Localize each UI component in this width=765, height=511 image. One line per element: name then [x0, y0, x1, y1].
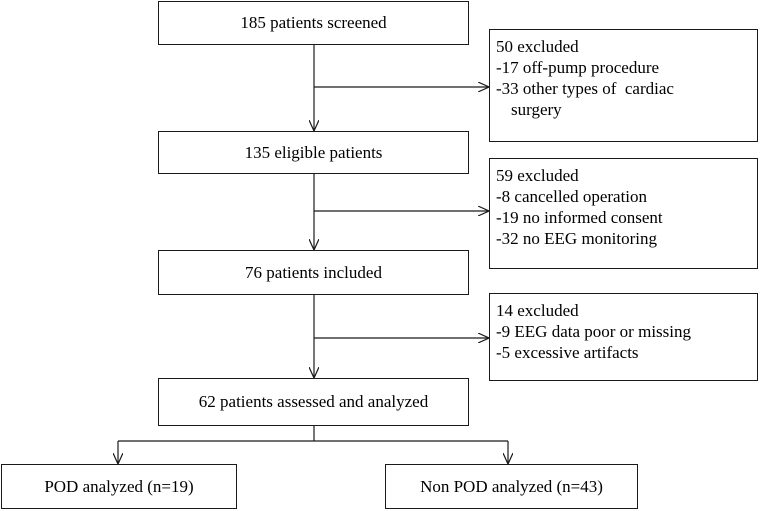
exclusion-2-title: 59 excluded [496, 166, 579, 185]
box-pod-analyzed: POD analyzed (n=19) [1, 464, 237, 509]
exclusion-1-item: surgery [511, 100, 562, 119]
box-pod-analyzed-label: POD analyzed (n=19) [44, 476, 194, 496]
exclusion-2-item: -19 no informed consent [496, 208, 663, 227]
box-non-pod-analyzed-label: Non POD analyzed (n=43) [420, 476, 603, 496]
exclusion-2-item: -8 cancelled operation [496, 187, 648, 206]
exclusion-3-item: -5 excessive artifacts [496, 343, 639, 362]
exclusion-3-title: 14 excluded [496, 301, 579, 320]
exclusion-2-item: -32 no EEG monitoring [496, 229, 658, 248]
exclusion-1-item: -17 off-pump procedure [496, 58, 660, 77]
box-patients-included: 76 patients included [158, 250, 469, 295]
box-eligible-patients: 135 eligible patients [158, 131, 469, 174]
box-exclusion-2: 59 excluded -8 cancelled operation -19 n… [489, 158, 758, 269]
box-eligible-patients-label: 135 eligible patients [244, 142, 383, 162]
exclusion-1-title: 50 excluded [496, 37, 579, 56]
exclusion-3-item: -9 EEG data poor or missing [496, 322, 691, 341]
exclusion-1-item: -33 other types of cardiac [496, 79, 674, 98]
box-patients-screened: 185 patients screened [158, 1, 469, 45]
box-patients-included-label: 76 patients included [245, 262, 382, 282]
box-patients-analyzed-label: 62 patients assessed and analyzed [198, 392, 429, 411]
box-non-pod-analyzed: Non POD analyzed (n=43) [385, 464, 638, 509]
box-patients-screened-label: 185 patients screened [240, 13, 387, 32]
box-patients-analyzed: 62 patients assessed and analyzed [158, 378, 469, 426]
box-exclusion-3: 14 excluded -9 EEG data poor or missing … [489, 293, 758, 381]
box-exclusion-1: 50 excluded -17 off-pump procedure -33 o… [489, 29, 758, 142]
